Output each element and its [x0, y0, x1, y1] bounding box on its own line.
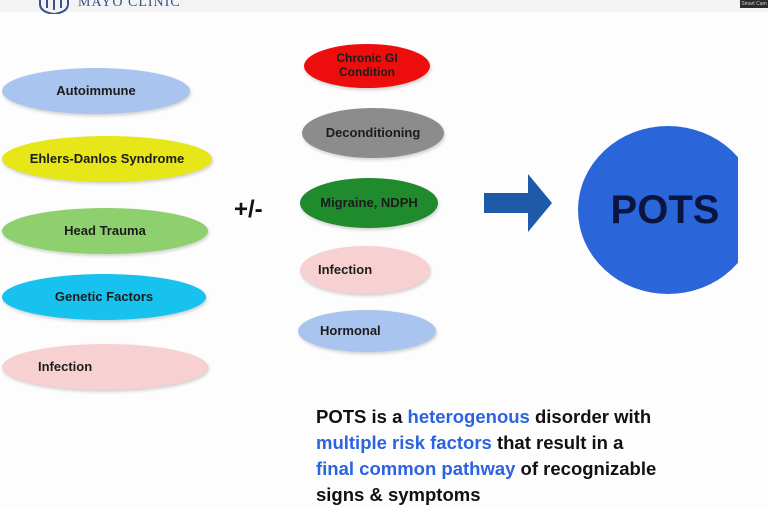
- factor-head-trauma: Head Trauma: [2, 208, 208, 254]
- factor-label: Head Trauma: [64, 222, 146, 238]
- factor-ehlers-danlos: Ehlers-Danlos Syndrome: [2, 136, 212, 182]
- factor-genetic: Genetic Factors: [2, 274, 206, 320]
- factor-infection-middle: Infection: [300, 246, 430, 294]
- factor-label: Infection: [318, 261, 373, 277]
- summary-highlight: final common pathway: [316, 458, 516, 479]
- factor-label: Genetic Factors: [54, 288, 154, 304]
- logo-text: MAYO CLINIC: [78, 0, 181, 10]
- factor-label: Hormonal: [320, 322, 381, 338]
- mayo-clinic-logo: MAYO CLINIC: [36, 0, 181, 14]
- right-arrow-icon: [484, 174, 552, 232]
- factor-infection-left: Infection: [2, 344, 208, 390]
- factor-chronic-gi: Chronic GI Condition: [304, 44, 430, 88]
- summary-part: that result in a: [491, 432, 624, 453]
- summary-part: signs & symptoms: [316, 484, 481, 505]
- factor-deconditioning: Deconditioning: [302, 108, 444, 158]
- factor-label: Ehlers-Danlos Syndrome: [29, 150, 185, 166]
- summary-part: disorder with: [529, 406, 652, 427]
- factor-label: Infection: [38, 358, 93, 374]
- slide-edge: [738, 12, 768, 508]
- header-band: [0, 0, 768, 12]
- factor-label: Chronic GI Condition: [336, 51, 398, 79]
- factor-hormonal: Hormonal: [298, 310, 436, 352]
- summary-text: POTS is a heterogenous disorder with mul…: [316, 404, 736, 508]
- factor-label: Deconditioning: [325, 124, 421, 140]
- mayo-shield-icon: [39, 0, 69, 14]
- factor-label: Migraine, NDPH: [320, 194, 418, 210]
- summary-highlight: heterogenous: [407, 406, 530, 427]
- camera-thumbnail[interactable]: Smart Cam: [740, 0, 768, 8]
- summary-highlight: multiple risk factors: [316, 432, 492, 453]
- plus-minus-operator: +/-: [234, 196, 263, 223]
- pots-outcome-circle: POTS: [578, 126, 758, 294]
- factor-autoimmune: Autoimmune: [2, 68, 190, 114]
- factor-label: Autoimmune: [56, 82, 136, 98]
- summary-part: POTS is a: [316, 406, 408, 427]
- summary-part: of recognizable: [515, 458, 657, 479]
- pots-label: POTS: [610, 187, 720, 232]
- factor-migraine: Migraine, NDPH: [300, 178, 438, 228]
